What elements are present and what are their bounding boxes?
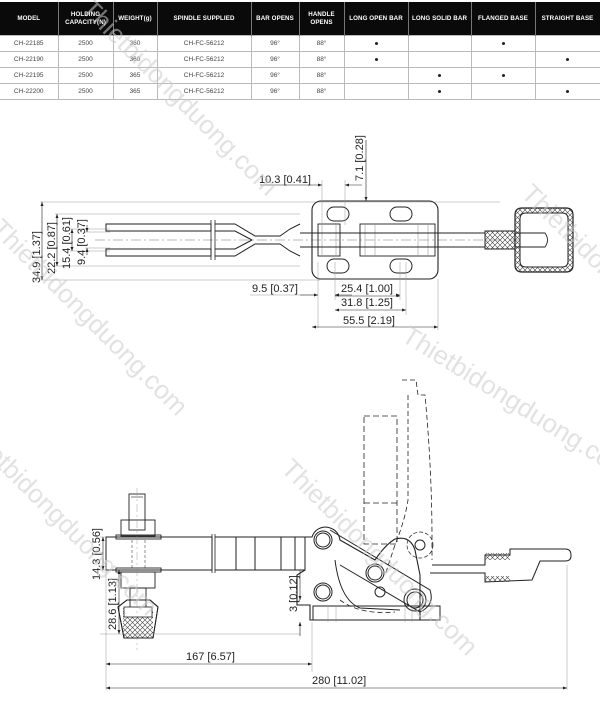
dim-7-1: 7.1 [0.28]	[354, 135, 366, 181]
header-flanged-base: FLANGED BASE	[471, 2, 536, 36]
spec-table: MODEL HOLDING CAPACITY(N) WEIGHT(g) SPIN…	[0, 2, 600, 100]
watermark: Thietbidongduong.com	[0, 413, 164, 621]
check-dot-icon	[374, 42, 378, 45]
check-dot-icon	[566, 58, 569, 61]
header-weight: WEIGHT(g)	[113, 2, 158, 36]
check-dot-icon	[566, 90, 569, 93]
watermark-layer: Thietbidongduong.com Thietbidongduong.co…	[0, 0, 600, 661]
dim-31-8: 31.8 [1.25]	[341, 297, 393, 309]
top-view	[40, 140, 580, 330]
cell-capacity: 2500	[57, 83, 114, 100]
dim-9-5: 9.5 [0.37]	[252, 283, 298, 295]
header-bar-opens: BAR OPENS	[251, 2, 300, 36]
cell-straight-base	[534, 83, 600, 100]
watermark: Thietbidongduong.com	[0, 213, 194, 421]
header-handle-opens: HANDLE OPENS	[299, 2, 345, 36]
dim-14-3: 14.3 [0.56]	[91, 528, 103, 580]
cell-handle-opens: 88°	[298, 83, 345, 100]
dim-34-9: 34.9 [1.37]	[31, 231, 43, 283]
check-dot-icon	[438, 74, 441, 77]
table-row: CH-22195 2500 365 CH-FC-56212 96° 88°	[0, 67, 600, 84]
watermark: Thietbidongduong.com	[397, 320, 600, 486]
check-dot-icon	[501, 42, 505, 45]
dim-55-5: 55.5 [2.19]	[343, 315, 395, 327]
dim-28-6: 28.6 [1.13]	[107, 578, 119, 630]
header-spindle-supplied: SPINDLE SUPPLIED	[157, 2, 252, 36]
watermark: Thietbidongduong.com	[76, 0, 284, 201]
dim-280: 280 [11.02]	[312, 675, 366, 687]
watermark: Thietbidongduong.com	[516, 178, 600, 386]
table-header-row: MODEL HOLDING CAPACITY(N) WEIGHT(g) SPIN…	[0, 2, 600, 36]
dim-9-4: 9.4 [0.37]	[76, 219, 88, 265]
header-long-open-bar: LONG OPEN BAR	[344, 2, 409, 36]
check-dot-icon	[374, 58, 378, 61]
header-model: MODEL	[0, 2, 59, 36]
header-holding-capacity: HOLDING CAPACITY(N)	[58, 2, 114, 36]
header-straight-base: STRAIGHT BASE	[535, 2, 600, 36]
check-dot-icon	[501, 74, 505, 77]
dim-167: 167 [6.57]	[186, 651, 235, 663]
side-view	[100, 379, 572, 690]
dim-22-2: 22.2 [0.87]	[46, 222, 58, 274]
cell-spindle: CH-FC-56212	[156, 83, 252, 100]
dim-10-3: 10.3 [0.41]	[259, 174, 311, 186]
header-long-solid-bar: LONG SOLID BAR	[408, 2, 472, 36]
check-dot-icon	[438, 90, 441, 93]
table-row: CH-22200 2500 365 CH-FC-56212 96° 88°	[0, 83, 600, 100]
dim-25-4: 25.4 [1.00]	[341, 283, 393, 295]
dim-15-4: 15.4 [0.61]	[61, 217, 73, 269]
watermark: Thietbidongduong.com	[276, 453, 484, 661]
dim-3: 3 [0.12]	[288, 575, 300, 612]
